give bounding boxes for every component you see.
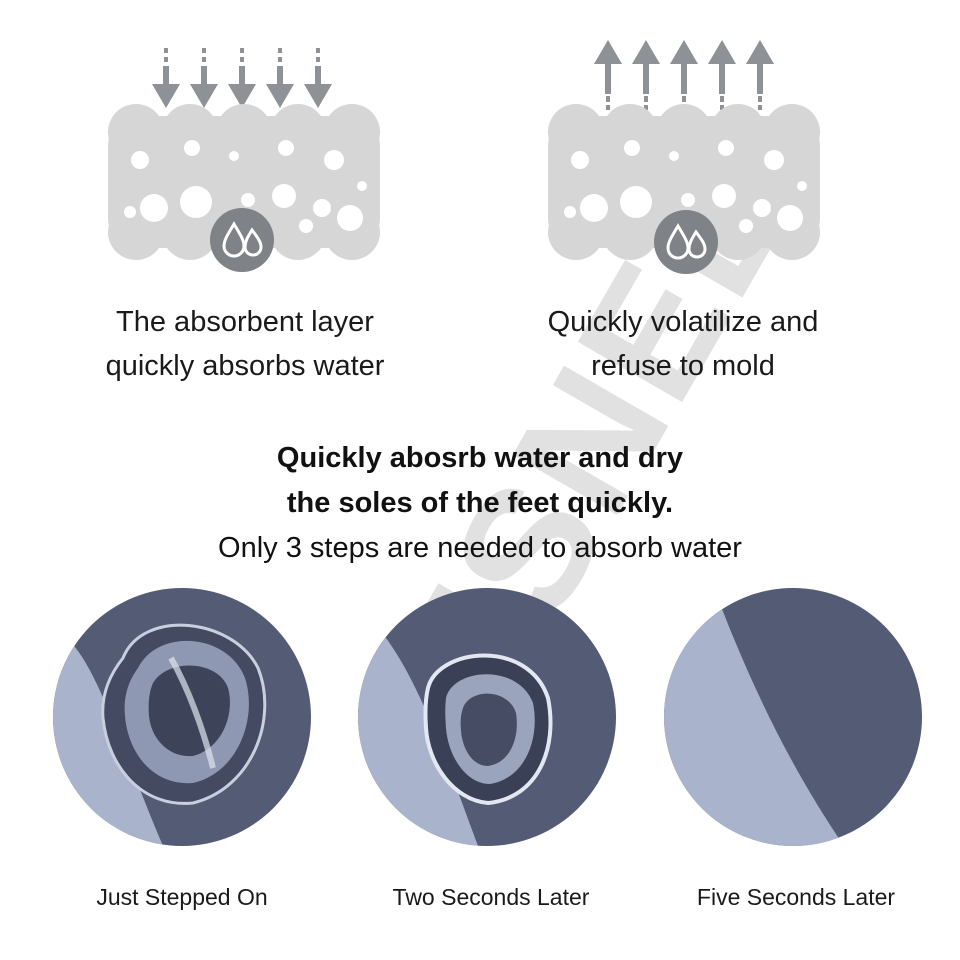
headline-line1: Quickly abosrb water and dry [276, 442, 684, 474]
water-drops-icon [210, 208, 274, 272]
absorbent-layer-shape [108, 104, 380, 260]
step-image-just-stepped [53, 588, 311, 846]
volatilize-diagram [548, 40, 820, 274]
up-arrows-icon [594, 40, 774, 110]
headline-subline: Only 3 steps are needed to absorb water [218, 532, 742, 564]
headline-line2: the soles of the feet quickly. [286, 487, 674, 519]
absorb-caption: The absorbent layer quickly absorbs wate… [60, 300, 430, 388]
volatilize-caption-line1: Quickly volatilize and [547, 306, 819, 338]
step-image-two-seconds [358, 588, 616, 846]
step-image-five-seconds [664, 588, 922, 846]
volatilize-caption-line2: refuse to mold [591, 350, 775, 382]
step-label-1: Just Stepped On [96, 884, 268, 910]
absorb-caption-line1: The absorbent layer [116, 306, 374, 338]
headline-block: Quickly abosrb water and dry the soles o… [0, 436, 960, 571]
water-drops-icon [654, 210, 718, 274]
step-label-3: Five Seconds Later [696, 884, 896, 910]
absorb-caption-line2: quickly absorbs water [105, 350, 385, 382]
down-arrows-icon [152, 48, 332, 108]
volatilize-caption: Quickly volatilize and refuse to mold [498, 300, 868, 388]
absorb-diagram [108, 48, 380, 272]
step-label-2: Two Seconds Later [392, 884, 590, 910]
